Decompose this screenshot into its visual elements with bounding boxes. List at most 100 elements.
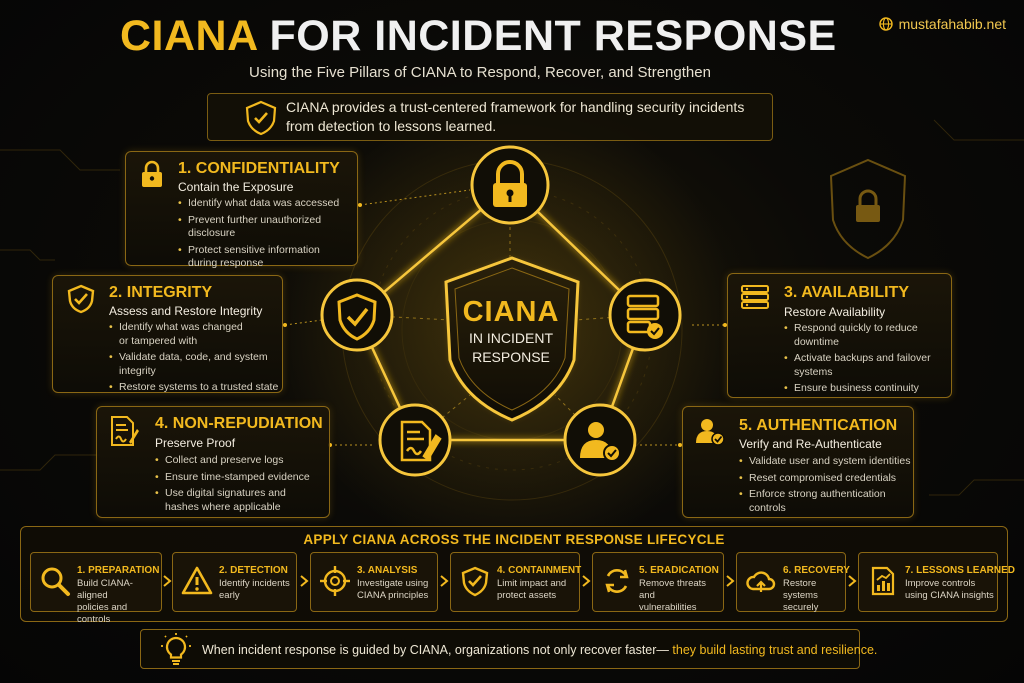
step-desc: Identify incidents early <box>219 578 290 601</box>
footer-main: When incident response is guided by CIAN… <box>202 643 669 657</box>
pillar-title: 5. AUTHENTICATION <box>739 417 898 434</box>
shield-check-icon <box>337 293 377 341</box>
lightbulb-icon <box>161 633 191 665</box>
pillar-items: Identify what was changed or tampered wi… <box>109 321 281 398</box>
arrow-right-icon <box>726 575 735 587</box>
pillar-subtitle: Contain the Exposure <box>178 180 294 194</box>
footer-text: When incident response is guided by CIAN… <box>202 643 877 657</box>
step-name: 6. RECOVERY <box>783 565 850 576</box>
arrow-right-icon <box>582 575 591 587</box>
arrow-right-icon <box>163 575 172 587</box>
user-check-icon <box>580 422 621 462</box>
list-item: Restore systems to a trusted state <box>109 381 281 395</box>
lifecycle-step-containment: 4. CONTAINMENT Limit impact and protect … <box>450 552 582 612</box>
list-item: Identify what was changed or tampered wi… <box>109 321 281 348</box>
step-name: 5. ERADICATION <box>639 565 719 576</box>
title-highlight: CIANA <box>120 12 258 60</box>
pillar-card-non-repudiation: 4. NON-REPUDIATION Preserve Proof Collec… <box>96 406 330 518</box>
pillar-title: 4. NON-REPUDIATION <box>155 415 323 432</box>
step-desc: Limit impact and protect assets <box>497 578 567 601</box>
step-desc: Remove threats and vulnerabilities <box>639 578 707 613</box>
arrow-right-icon <box>440 575 449 587</box>
center-label: CIANA <box>462 296 560 328</box>
step-name: 3. ANALYSIS <box>357 565 418 576</box>
lifecycle-step-recovery: 6. RECOVERY Restore systems securely <box>736 552 850 613</box>
center-shield <box>444 256 580 422</box>
center-sublabel: IN INCIDENT RESPONSE <box>469 330 553 365</box>
server-icon <box>741 285 769 309</box>
list-item: Activate backups and failover systems <box>784 352 950 379</box>
step-name: 1. PREPARATION <box>77 565 160 576</box>
signed-document-icon <box>400 420 442 462</box>
pillar-items: Respond quickly to reduce downtime Activ… <box>784 322 950 399</box>
globe-icon <box>878 17 893 31</box>
site-link[interactable]: mustafahabib.net <box>878 16 1006 32</box>
step-desc: Improve controls using CIANA insights <box>905 578 994 601</box>
shield-check-icon <box>461 566 489 597</box>
pillar-title: 1. CONFIDENTIALITY <box>178 160 340 177</box>
signed-document-icon <box>111 416 139 446</box>
shield-check-icon <box>67 284 95 314</box>
list-item: Collect and preserve logs <box>155 454 329 468</box>
user-check-icon <box>696 419 725 446</box>
pillar-items: Collect and preserve logs Ensure time-st… <box>155 454 329 517</box>
magnifier-icon <box>41 567 70 596</box>
cloud-restore-icon <box>746 571 776 592</box>
list-item: Use digital signatures and hashes where … <box>155 487 329 514</box>
lifecycle-step-analysis: 3. ANALYSIS Investigate using CIANA prin… <box>310 552 438 612</box>
page-title: CIANA FOR INCIDENT RESPONSE <box>120 12 836 61</box>
lifecycle-step-preparation: 1. PREPARATION Build CIANA-aligned polic… <box>30 552 162 625</box>
step-name: 2. DETECTION <box>219 565 288 576</box>
page-subtitle: Using the Five Pillars of CIANA to Respo… <box>249 64 711 81</box>
list-item: Enforce strong authentication controls <box>739 488 913 515</box>
pillar-title: 3. AVAILABILITY <box>784 284 910 301</box>
intro-text: CIANA provides a trust-centered framewor… <box>286 99 745 134</box>
site-text: mustafahabib.net <box>898 16 1006 32</box>
footer-banner <box>140 629 860 669</box>
title-rest: FOR INCIDENT RESPONSE <box>269 12 837 60</box>
lock-icon <box>142 160 162 187</box>
crosshair-icon <box>320 566 350 596</box>
lifecycle-title: APPLY CIANA ACROSS THE INCIDENT RESPONSE… <box>303 532 725 547</box>
lifecycle-step-eradication: 5. ERADICATION Remove threats and vulner… <box>592 552 724 613</box>
pillar-subtitle: Verify and Re-Authenticate <box>739 437 882 451</box>
report-chart-icon <box>871 566 895 596</box>
pillar-subtitle: Restore Availability <box>784 305 886 319</box>
shield-star-icon <box>245 100 277 136</box>
pillar-subtitle: Assess and Restore Integrity <box>109 304 263 318</box>
step-desc: Build CIANA-aligned policies and control… <box>77 578 133 625</box>
pillar-title: 2. INTEGRITY <box>109 284 213 301</box>
list-item: Validate data, code, and system integrit… <box>109 351 281 378</box>
arrow-right-icon <box>848 575 857 587</box>
step-name: 7. LESSONS LEARNED <box>905 565 1016 576</box>
pillar-card-integrity: 2. INTEGRITY Assess and Restore Integrit… <box>52 275 283 394</box>
list-item: Ensure business continuity <box>784 382 950 396</box>
lock-icon <box>493 160 527 207</box>
arrow-right-icon <box>300 575 309 587</box>
pillar-items: Identify what data was accessed Prevent … <box>178 197 358 274</box>
step-name: 4. CONTAINMENT <box>497 565 582 576</box>
list-item: Ensure time-stamped evidence <box>155 471 329 485</box>
list-item: Protect sensitive information during res… <box>178 244 358 271</box>
server-icon <box>626 294 663 339</box>
step-desc: Investigate using CIANA principles <box>357 578 429 601</box>
lifecycle-step-detection: 2. DETECTION Identify incidents early <box>172 552 297 612</box>
footer-highlight: they build lasting trust and resilience. <box>668 643 878 657</box>
list-item: Identify what data was accessed <box>178 197 358 211</box>
decorative-shield-icon <box>829 158 907 260</box>
pillar-items: Validate user and system identities Rese… <box>739 455 913 518</box>
list-item: Prevent further unauthorized disclosure <box>178 214 358 241</box>
pillar-card-availability: 3. AVAILABILITY Restore Availability Res… <box>727 273 952 398</box>
warning-icon <box>181 566 213 595</box>
lifecycle-step-lessons-learned: 7. LESSONS LEARNED Improve controls usin… <box>858 552 1015 612</box>
pillar-card-authentication: 5. AUTHENTICATION Verify and Re-Authenti… <box>682 406 914 518</box>
step-desc: Restore systems securely <box>783 578 819 613</box>
intro-banner: CIANA provides a trust-centered framewor… <box>207 93 773 141</box>
pillar-card-confidentiality: 1. CONFIDENTIALITY Contain the Exposure … <box>125 151 358 269</box>
list-item: Reset compromised credentials <box>739 472 913 486</box>
refresh-icon <box>605 569 629 593</box>
list-item: Respond quickly to reduce downtime <box>784 322 950 349</box>
pillar-subtitle: Preserve Proof <box>155 436 236 450</box>
list-item: Validate user and system identities <box>739 455 913 469</box>
